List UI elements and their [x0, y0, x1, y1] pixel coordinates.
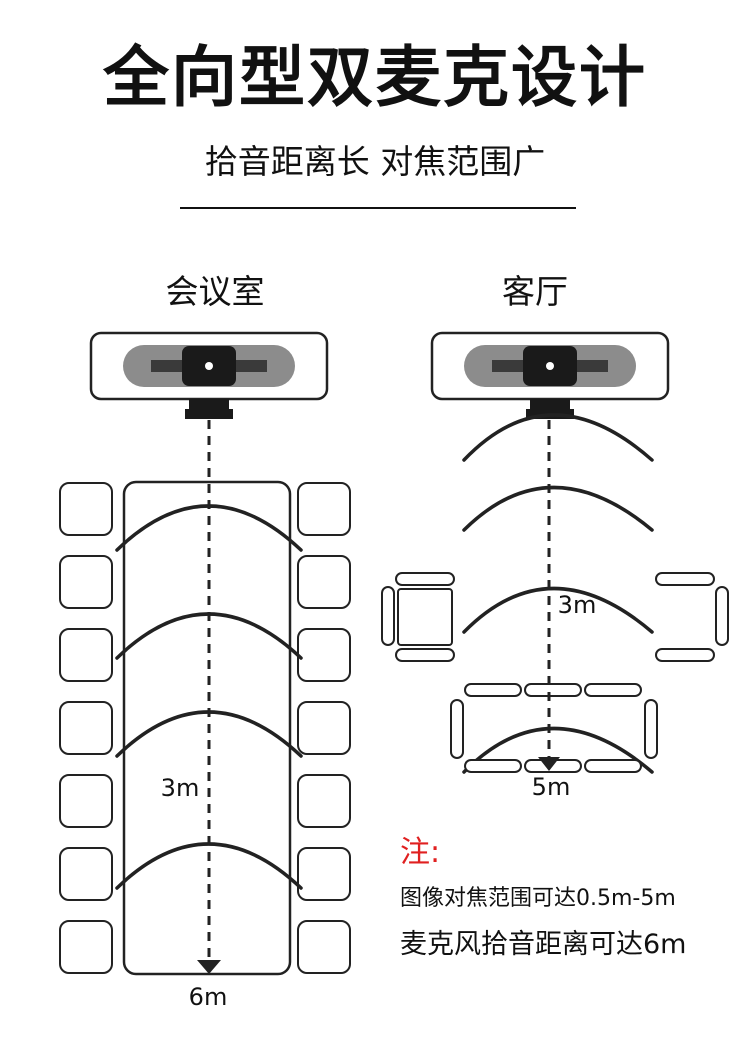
note-focus-range: 图像对焦范围可达0.5m-5m — [400, 886, 676, 911]
webcam-icon — [430, 331, 670, 421]
chair-icon — [297, 847, 351, 901]
meeting-room-diagram: 3m 6m — [59, 331, 351, 1011]
chair-icon — [59, 774, 113, 828]
sofa-cushion — [464, 683, 522, 697]
meeting-mid-distance: 3m — [161, 774, 200, 802]
sofa-arm — [644, 699, 658, 759]
note-heading: 注: — [400, 835, 441, 870]
sofa-cushion — [464, 759, 522, 773]
chair-icon — [297, 555, 351, 609]
armchair-left — [381, 572, 455, 662]
arrow-down-icon — [197, 960, 221, 974]
sound-wave-icon — [115, 504, 303, 552]
sound-wave-icon — [462, 586, 654, 634]
chair-icon — [655, 572, 715, 586]
chair-icon — [395, 648, 455, 662]
sound-wave-icon — [115, 710, 303, 758]
living-end-distance: 5m — [532, 773, 571, 801]
meeting-room-label: 会议室 — [165, 272, 265, 311]
webcam-icon — [89, 331, 329, 421]
living-room-label: 客厅 — [502, 272, 568, 311]
chair-icon — [715, 586, 729, 646]
chair-icon — [59, 847, 113, 901]
sofa-arm — [450, 699, 464, 759]
chair-icon — [59, 628, 113, 682]
sound-wave-icon — [462, 413, 654, 462]
sofa-icon — [450, 683, 658, 773]
left-seats — [59, 482, 113, 974]
sofa-cushion — [584, 759, 642, 773]
sofa-cushion — [524, 683, 582, 697]
meeting-end-distance: 6m — [189, 983, 228, 1011]
chair-icon — [395, 572, 455, 586]
chair-icon — [297, 920, 351, 974]
sound-wave-icon — [115, 842, 303, 890]
right-seats — [297, 482, 351, 974]
title-divider — [180, 207, 576, 209]
chair-icon — [59, 555, 113, 609]
arrow-down-icon — [538, 757, 560, 771]
chair-icon — [297, 482, 351, 536]
page-title: 全向型双麦克设计 — [103, 39, 647, 116]
chair-icon — [297, 701, 351, 755]
table-icon — [122, 480, 292, 976]
chair-icon — [297, 774, 351, 828]
sound-wave-icon — [462, 485, 654, 532]
page-subtitle: 拾音距离长 对焦范围广 — [204, 142, 546, 181]
chair-icon — [297, 628, 351, 682]
chair-icon — [381, 586, 395, 646]
note-mic-range: 麦克风拾音距离可达6m — [400, 929, 687, 960]
armchair-right — [655, 572, 729, 662]
living-mid-distance: 3m — [558, 591, 597, 619]
chair-icon — [397, 588, 453, 646]
chair-icon — [59, 920, 113, 974]
sound-wave-icon — [462, 726, 654, 774]
chair-icon — [59, 701, 113, 755]
living-room-diagram: 3m 5m — [381, 331, 729, 801]
sofa-cushion — [584, 683, 642, 697]
chair-icon — [655, 648, 715, 662]
chair-icon — [59, 482, 113, 536]
